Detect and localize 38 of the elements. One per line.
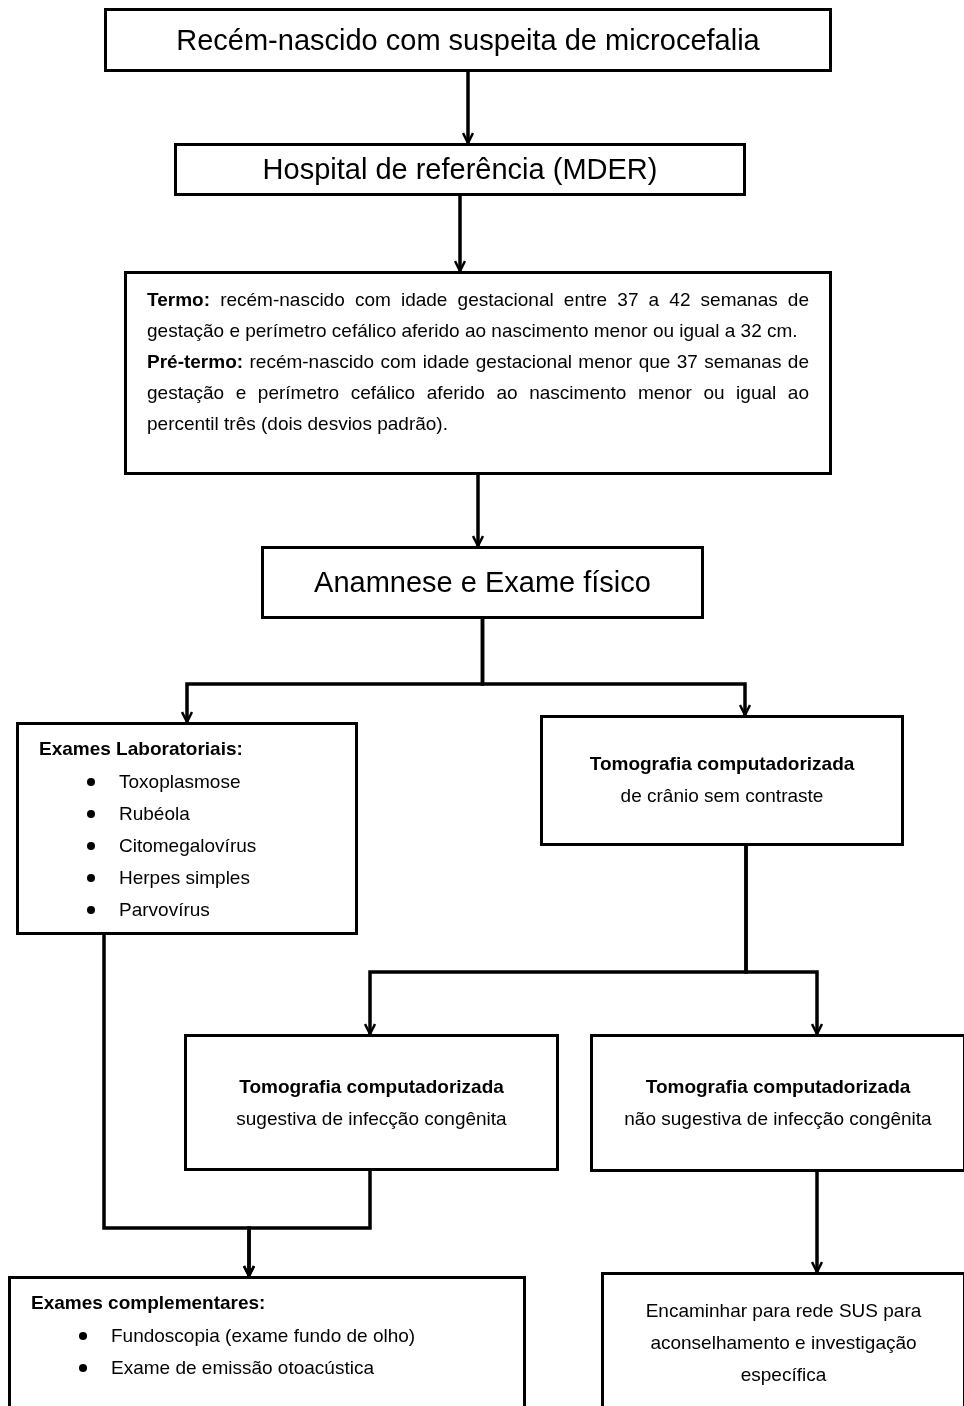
process-box <box>104 8 832 72</box>
list-item: Toxoplasmose <box>119 769 241 794</box>
arrow <box>471 475 485 548</box>
process-box <box>174 143 746 196</box>
process-box <box>540 715 904 846</box>
list-item: Herpes simples <box>119 865 250 890</box>
definition-text: Pré-termo: recém-nascido com idade gestacional menor que 37 semanas de gestação e perímetro cefálico aferido ao nascimento menor ou igual ao percentil três (dois desvios padrão). <box>147 350 809 436</box>
box-title: Hospital de referência (MDER) <box>262 152 658 188</box>
box-heading: Tomografia computadorizada <box>645 1075 911 1099</box>
box-text: não sugestiva de infecção congênita <box>624 1107 932 1131</box>
box-text: de crânio sem contraste <box>620 784 824 808</box>
definition-text: Termo: recém-nascido com idade gestacional entre 37 a 42 semanas de gestação e perímetro cefálico aferido ao nascimento menor ou igual a 32 cm. <box>147 288 809 343</box>
process-box <box>601 1272 964 1406</box>
box-title: Recém-nascido com suspeita de microcefalia <box>176 22 760 58</box>
box-heading: Tomografia computadorizada <box>589 752 855 776</box>
box-title: Anamnese e Exame físico <box>314 565 651 601</box>
arrow <box>480 619 752 717</box>
arrow <box>744 846 824 1036</box>
list-item: Parvovírus <box>119 897 210 922</box>
box-heading: Tomografia computadorizada <box>239 1074 504 1099</box>
list-heading: Exames complementares: <box>31 1291 267 1315</box>
process-box <box>124 271 832 475</box>
list-item: Citomegalovírus <box>119 833 257 858</box>
list-item: Exame de emissão otoacústica <box>111 1355 374 1380</box>
list-heading: Exames Laboratoriais: <box>39 737 244 761</box>
box-text: Encaminhar para rede SUS para aconselhamento e investigação específica <box>644 1299 923 1387</box>
process-box <box>590 1034 964 1172</box>
process-box <box>184 1034 559 1171</box>
arrow <box>461 72 475 145</box>
list-item: Rubéola <box>119 801 190 826</box>
process-box <box>8 1276 526 1406</box>
list-item: Fundoscopia (exame fundo de olho) <box>111 1323 416 1348</box>
arrow <box>453 196 467 273</box>
box-text: sugestiva de infecção congênita <box>236 1106 507 1131</box>
process-box <box>16 722 358 935</box>
process-box <box>261 546 704 619</box>
arrow <box>810 1172 824 1274</box>
arrow <box>242 1171 372 1278</box>
